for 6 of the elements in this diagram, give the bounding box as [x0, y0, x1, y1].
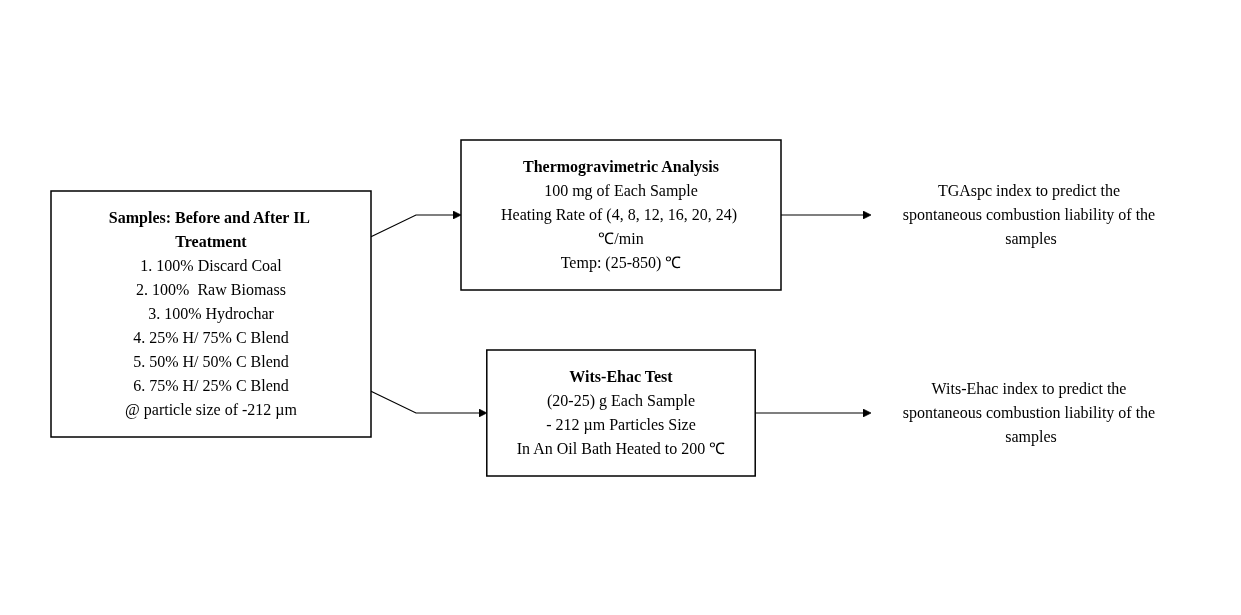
arrow	[754, 408, 871, 417]
node-box: Samples: Before and After IL Treatment 1. 100% Discard Coal 2. 100% Raw Biomass 3. 100% Hydrochar 4. 25% H/ 75% C Blend 5. 50% H/ 50% C Blend 6. 75% H/ 25% C Blend @ particle size of -212 µm	[49, 189, 372, 438]
node-text: Wits-Ehac index to predict the spontaneous combustion liability of the samples	[902, 379, 1155, 445]
node-box: Wits-Ehac Test (20-25) g Each Sample - 212 µm Particles Size In An Oil Bath Heated to 200 ℃	[485, 348, 756, 477]
node-text: TGAspc index to predict the spontaneous combustion liability of the samples	[902, 181, 1155, 247]
node-box: Thermogravimetric Analysis 100 mg of Each Sample Heating Rate of (4, 8, 12, 16, 20, 24) ℃/min Temp: (25-850) ℃	[459, 138, 782, 291]
